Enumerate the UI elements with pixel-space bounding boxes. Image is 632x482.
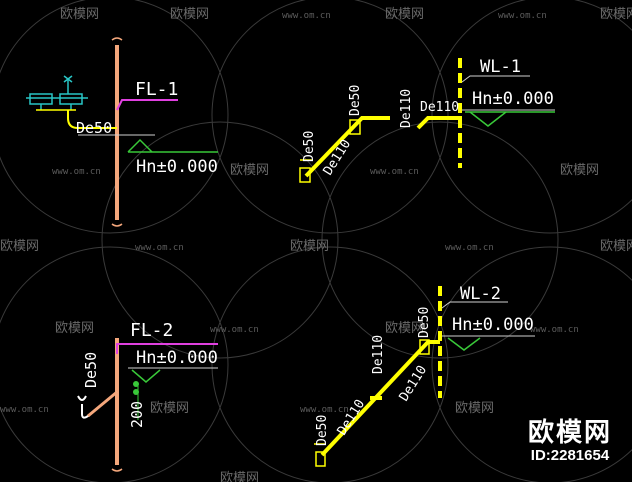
sloped-drain-pipe bbox=[304, 116, 390, 178]
riser-break-symbol bbox=[111, 468, 123, 472]
watermark-url: www.om.cn bbox=[282, 11, 331, 21]
watermark-url: www.om.cn bbox=[300, 405, 349, 415]
sink-fixture-icon bbox=[26, 75, 88, 111]
branch-drain-pipe bbox=[416, 116, 462, 130]
level-label: Hn±0.000 bbox=[136, 157, 218, 177]
riser-label: WL-2 bbox=[460, 284, 501, 304]
watermark-url: www.om.cn bbox=[135, 243, 184, 253]
watermark-brand: 欧模网 bbox=[230, 163, 269, 178]
watermark-brand: 欧模网 bbox=[170, 7, 209, 22]
level-marker-icon bbox=[131, 369, 161, 383]
pipe-size-label: De110 bbox=[335, 397, 368, 438]
pipe-size-label: De50 bbox=[348, 85, 363, 116]
riser-label: WL-1 bbox=[480, 57, 521, 77]
watermark-brand: 欧模网 bbox=[385, 321, 424, 336]
riser-tag-leader bbox=[441, 301, 508, 309]
watermark-brand: 欧模网 bbox=[0, 239, 39, 254]
drain-branch-pipe bbox=[87, 390, 118, 418]
watermark-url: www.om.cn bbox=[530, 325, 579, 335]
diagram-fl2: FL-2 Hn±0.000 De50 200 bbox=[77, 320, 218, 472]
model-id-label: ID:2281654 bbox=[530, 447, 610, 464]
pipe-size-label: De50 bbox=[82, 352, 100, 388]
watermark-url: www.om.cn bbox=[0, 405, 49, 415]
pipe-size-label: De50 bbox=[315, 415, 330, 446]
watermark-brand: 欧模网 bbox=[385, 7, 424, 22]
diagram-wl1: WL-1 Hn±0.000 De50 De50 De110 De110 De11… bbox=[299, 57, 555, 183]
riser-tag-leader bbox=[116, 343, 218, 354]
watermark-brand: 欧模网 bbox=[60, 7, 99, 22]
watermark-brand: 欧模网 bbox=[55, 321, 94, 336]
riser-break-symbol bbox=[111, 37, 123, 227]
watermark-url: www.om.cn bbox=[52, 167, 101, 177]
watermark-brand: 欧模网 bbox=[290, 239, 329, 254]
brand-stamp: 欧模网 ID:2281654 bbox=[528, 412, 612, 464]
cleanout-icon bbox=[419, 339, 430, 355]
watermark-url: www.om.cn bbox=[370, 167, 419, 177]
watermark-brand: 欧模网 bbox=[455, 401, 494, 416]
dimension-label: 200 bbox=[128, 401, 146, 428]
riser-label: FL-1 bbox=[135, 79, 178, 100]
cleanout-icon bbox=[299, 167, 311, 183]
diagram-wl2: WL-2 Hn±0.000 De50 De50 De110 De110 De11… bbox=[314, 284, 535, 467]
watermark-brand: 欧模网 bbox=[150, 401, 189, 416]
riser-label: FL-2 bbox=[130, 320, 173, 341]
watermark-brand: 欧模网 bbox=[220, 471, 259, 482]
watermark-brand: 欧模网 bbox=[560, 163, 599, 178]
brand-logo: 欧模网 bbox=[527, 418, 612, 448]
level-marker-icon bbox=[127, 138, 218, 153]
sloped-drain-pipe bbox=[320, 340, 440, 457]
floor-drain-trap-icon bbox=[77, 391, 118, 419]
watermark-brand: 欧模网 bbox=[600, 7, 632, 22]
pipe-size-label: De110 bbox=[399, 89, 414, 128]
watermark-url: www.om.cn bbox=[445, 243, 494, 253]
level-label: Hn±0.000 bbox=[472, 89, 554, 109]
level-marker-icon bbox=[447, 337, 481, 351]
cleanout-icon bbox=[349, 119, 361, 135]
watermark-url: www.om.cn bbox=[498, 11, 547, 21]
dimension-node bbox=[133, 389, 139, 395]
watermark-texts: 欧模网 欧模网 欧模网 欧模网 www.om.cn www.om.cn 欧模网 … bbox=[0, 7, 632, 482]
watermark-url: www.om.cn bbox=[210, 325, 259, 335]
dimension-node bbox=[133, 381, 139, 387]
riser-tag-leader bbox=[461, 75, 530, 83]
cleanout-icon bbox=[315, 451, 326, 467]
level-label: Hn±0.000 bbox=[136, 348, 218, 368]
pipe-size-label: De50 bbox=[417, 307, 432, 338]
pipe-size-label: De50 bbox=[76, 119, 112, 137]
diagram-fl1: FL-1 De50 Hn±0.000 bbox=[26, 37, 218, 227]
level-marker-icon bbox=[465, 111, 555, 127]
drain-branch-pipe bbox=[67, 110, 117, 129]
watermark-brand: 欧模网 bbox=[600, 239, 632, 254]
pipe-size-label: De50 bbox=[302, 131, 317, 162]
level-label: Hn±0.000 bbox=[452, 315, 534, 335]
pipe-size-label: De110 bbox=[371, 335, 386, 374]
pipe-size-label: De110 bbox=[420, 100, 459, 115]
riser-tag-leader bbox=[116, 99, 178, 111]
